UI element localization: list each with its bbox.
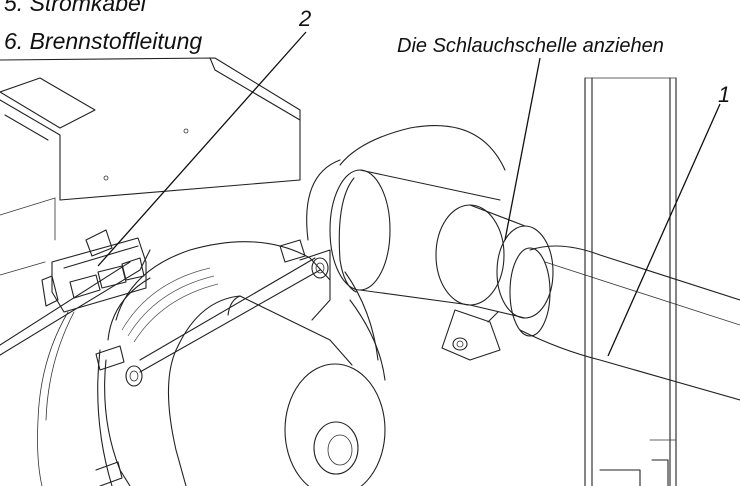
blast-tube: [329, 125, 506, 306]
legend-item-fuel-line: 6. Brennstoffleitung: [4, 28, 203, 54]
housing-plate: [0, 57, 301, 356]
leader-line-2: [97, 31, 307, 267]
clamp-instruction-label: Die Schlauchschelle anziehen: [397, 35, 664, 57]
frame-rails: [584, 77, 677, 486]
intake-ring: [306, 159, 386, 381]
hose-clamp: [435, 204, 554, 361]
fuel-line: [509, 245, 740, 401]
motor-cylinder: [167, 295, 386, 486]
leader-lines: [97, 31, 721, 357]
leader-line-clamp: [504, 57, 541, 241]
reference-number-1: 1: [718, 82, 731, 107]
leader-line-1: [607, 103, 721, 357]
mounting-studs: [95, 239, 329, 486]
terminal-block: [37, 229, 147, 486]
reference-number-2: 2: [299, 6, 312, 31]
legend-item-power-cable: 5. Stromkabel: [4, 0, 146, 16]
